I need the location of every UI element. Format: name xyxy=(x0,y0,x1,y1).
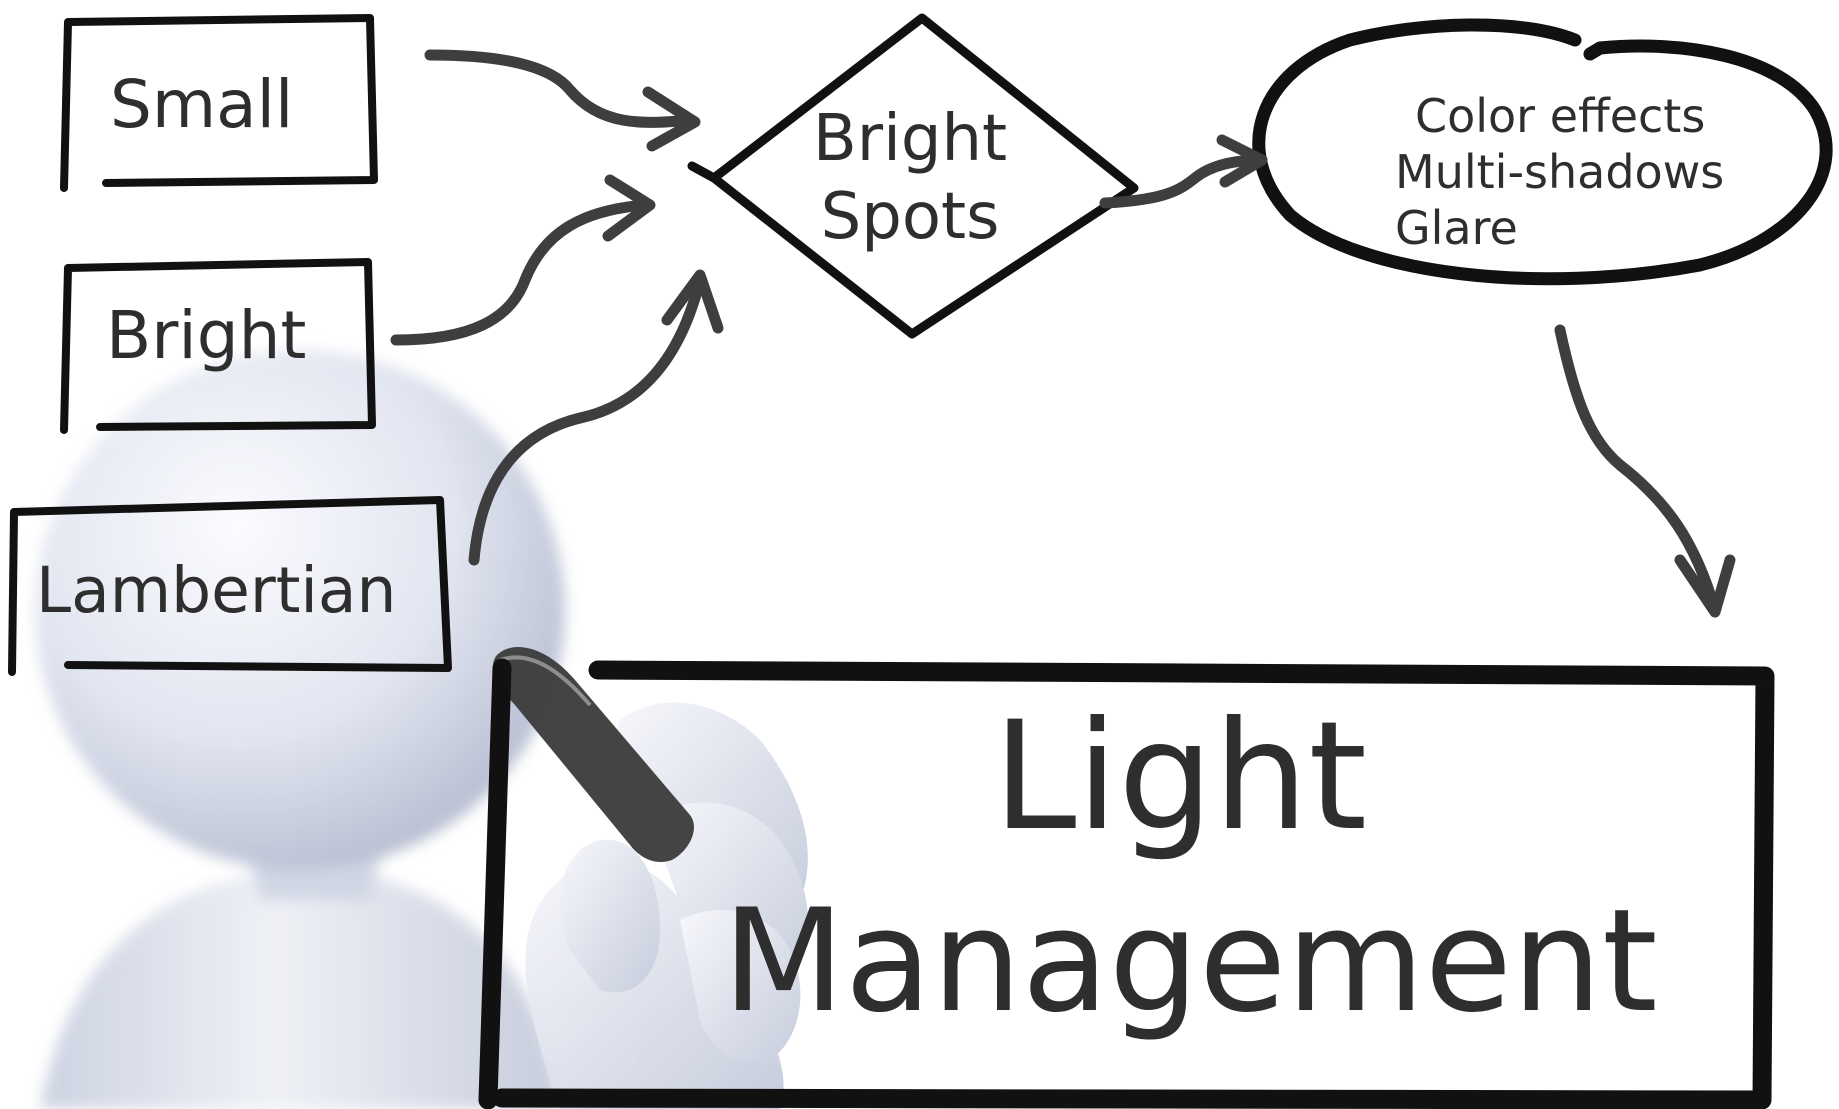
input-box-small: Small xyxy=(60,14,378,192)
input-label-small: Small xyxy=(110,66,293,143)
input-label-bright: Bright xyxy=(106,297,306,374)
arrow-small-to-decision xyxy=(424,49,701,152)
decision-diamond-bright-spots: Bright Spots xyxy=(687,13,1139,339)
result-box-light-management: Light Management xyxy=(478,658,1775,1109)
arrow-decision-to-effects xyxy=(1099,134,1268,209)
stick-figure-with-marker-icon xyxy=(35,350,809,1109)
arrow-bright-to-decision xyxy=(390,174,656,346)
arrow-effects-to-result xyxy=(1554,324,1736,618)
result-title-line1: Light xyxy=(993,690,1367,864)
arrow-lambertian-to-decision xyxy=(468,269,724,566)
effects-line-color: Color effects xyxy=(1415,89,1705,143)
decision-label-line2: Spots xyxy=(821,180,1000,254)
input-box-lambertian: Lambertian xyxy=(8,496,452,676)
input-label-lambertian: Lambertian xyxy=(36,554,396,627)
input-box-bright: Bright xyxy=(60,258,376,434)
result-title-line2: Management xyxy=(722,879,1657,1044)
decision-label-line1: Bright xyxy=(813,102,1007,176)
effects-ellipse: Color effects Multi-shadows Glare xyxy=(1252,18,1833,286)
effects-line-glare: Glare xyxy=(1395,201,1518,255)
effects-line-shadows: Multi-shadows xyxy=(1395,145,1724,199)
